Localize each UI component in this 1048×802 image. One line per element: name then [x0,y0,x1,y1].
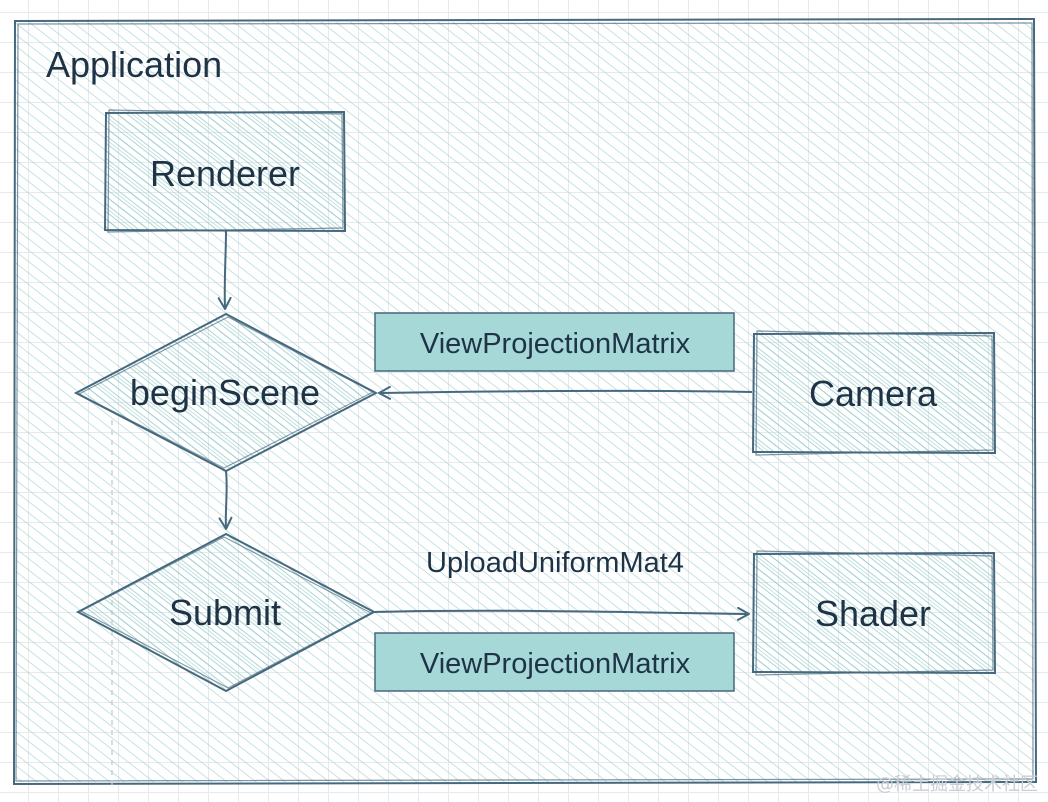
upload-uniform-label: UploadUniformMat4 [426,547,684,579]
arrow-submit-to-shader [373,606,750,621]
shader-edge-label: ViewProjectionMatrix [420,648,691,680]
submit-label: Submit [169,592,281,633]
camera-label: Camera [809,373,938,414]
arrow-renderer-to-beginscene [217,230,232,310]
shader-label: Shader [815,593,931,634]
shader-node[interactable] [751,550,997,676]
renderer-label: Renderer [150,153,300,194]
edge-label-box-camera [374,312,735,372]
submit-node[interactable] [75,532,377,693]
camera-node[interactable] [751,330,997,456]
camera-edge-label: ViewProjectionMatrix [420,328,691,360]
arrow-beginscene-to-submit [218,470,233,530]
renderer-node[interactable] [103,109,347,233]
edge-label-box-shader [374,632,735,692]
watermark: @稀土掘金技术社区 [876,774,1038,795]
begin-scene-label: beginScene [130,372,320,413]
application-title: Application [46,44,222,85]
arrow-camera-to-beginscene [378,385,753,400]
